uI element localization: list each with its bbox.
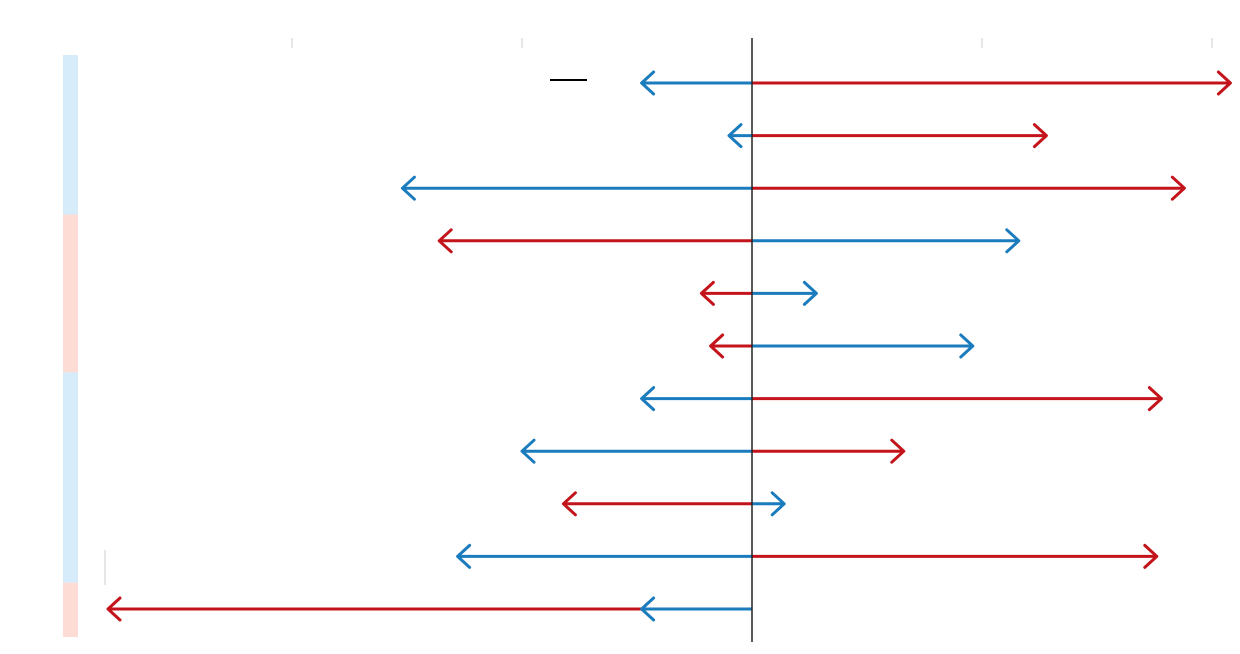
arrow-right [752,543,1159,569]
arrow-left [699,280,752,306]
arrow-left [727,123,752,149]
arrow-left [437,228,752,254]
arrow-left [400,175,752,201]
arrow-right [752,228,1021,254]
arrow-right [752,280,818,306]
group-band-red [63,214,78,373]
arrow-right [752,175,1186,201]
arrow-left [709,333,752,359]
arrow-right [752,438,906,464]
arrow-left [520,438,752,464]
arrow-left [640,70,752,96]
group-band-red [63,582,78,637]
arrow-rows [106,70,1232,622]
arrow-left [456,543,752,569]
group-bands [63,55,78,637]
arrow-right [752,333,975,359]
arrow-right [752,123,1048,149]
arrow-left [640,386,752,412]
arrow-right [752,386,1163,412]
axis-ticks [291,38,1213,48]
arrow-left [561,491,752,517]
arrow-right [752,70,1232,96]
group-band-blue [63,55,78,215]
arrow-right [752,491,786,517]
group-band-blue [63,372,78,583]
arrow-inner [640,596,752,622]
